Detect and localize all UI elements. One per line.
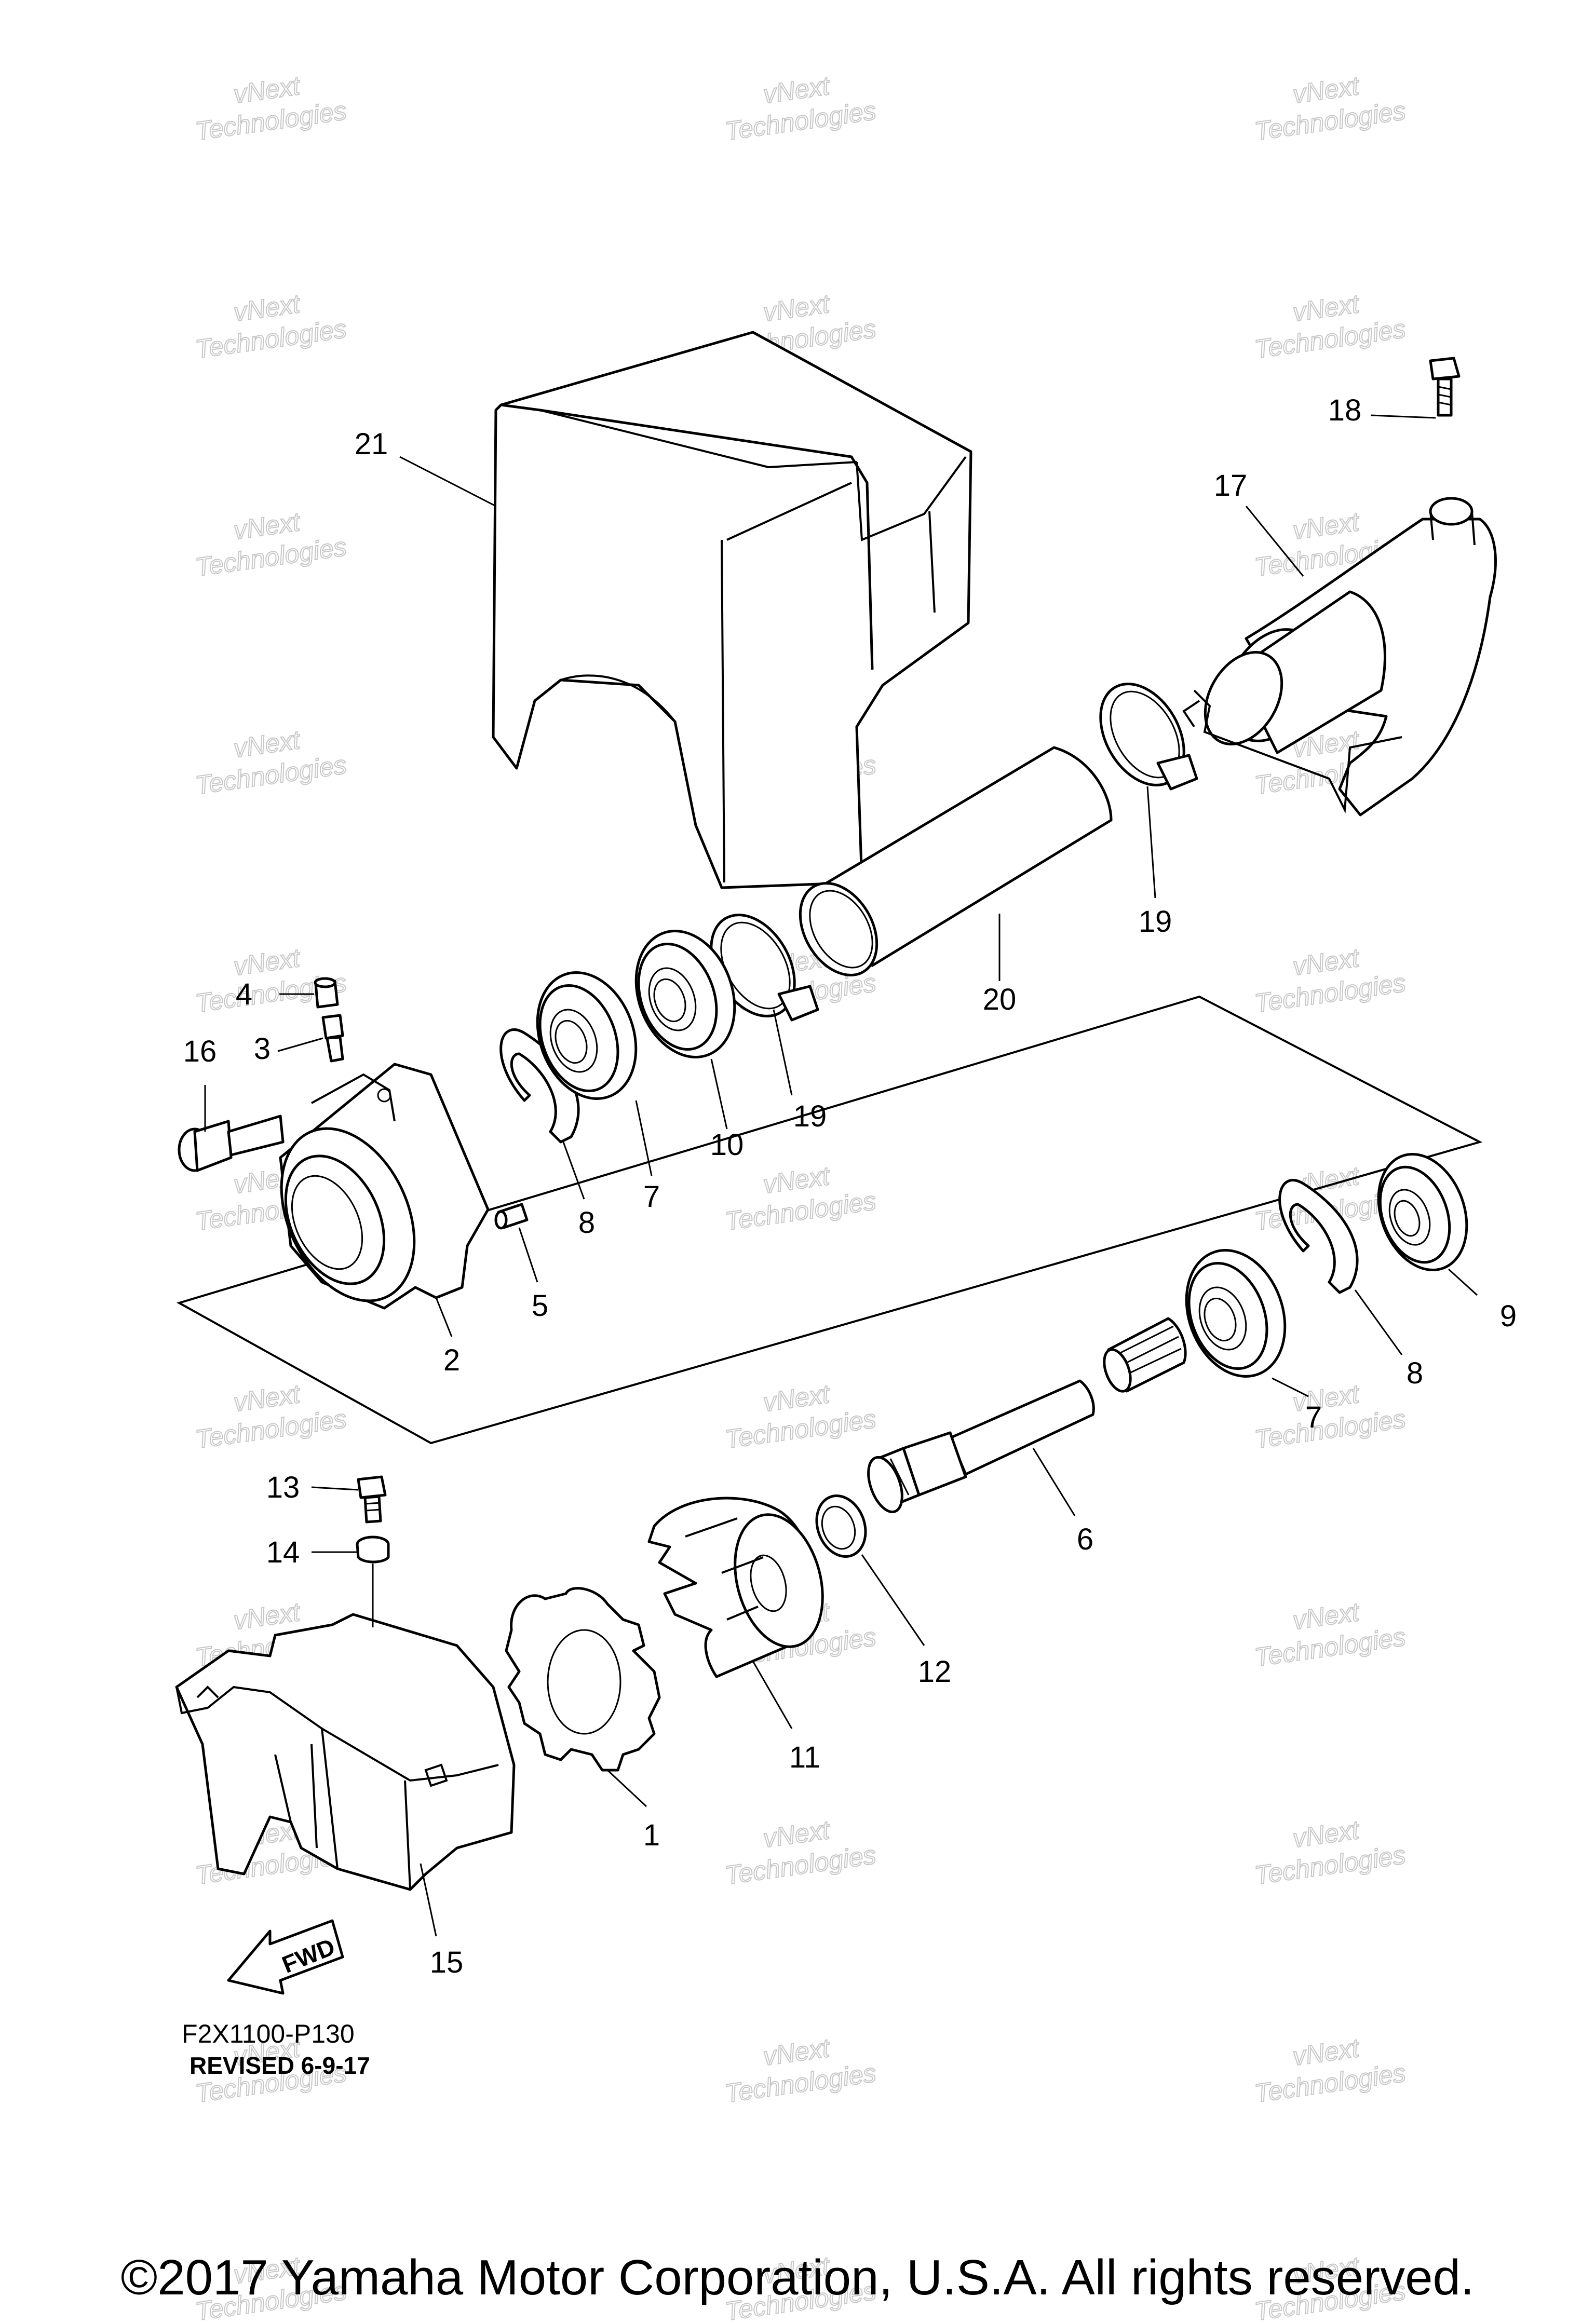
callout-7-right: 7 <box>1305 1401 1322 1434</box>
part-12-washer <box>815 1494 867 1558</box>
part-9-bearing <box>1377 1153 1468 1271</box>
callout-5: 5 <box>532 1289 548 1323</box>
callout-9: 9 <box>1500 1299 1517 1333</box>
part-3-nipple <box>321 1014 344 1063</box>
callout-17: 17 <box>1214 469 1248 502</box>
callout-13: 13 <box>266 1471 300 1504</box>
part-21-pump-cover <box>492 331 972 889</box>
part-7-bearing-left <box>536 971 638 1100</box>
callout-10: 10 <box>710 1128 744 1162</box>
part-13-bolt <box>357 1475 387 1524</box>
revision-date: REVISED 6-9-17 <box>190 2052 370 2079</box>
callout-21: 21 <box>355 427 388 461</box>
copyright-notice: ©2017 Yamaha Motor Corporation, U.S.A. A… <box>120 2250 1474 2305</box>
callout-1: 1 <box>643 1818 660 1852</box>
part-17-nozzle <box>1182 497 1497 817</box>
callout-11: 11 <box>789 1741 820 1774</box>
leader-lines <box>204 414 1478 1937</box>
part-7-bearing-right <box>1185 1249 1287 1378</box>
assembly-outline <box>176 995 1483 1445</box>
callout-18: 18 <box>1328 393 1362 427</box>
callout-8-left: 8 <box>578 1206 595 1240</box>
callout-16: 16 <box>183 1035 217 1068</box>
part-19-clamp-upper <box>1099 683 1198 791</box>
callout-labels: 21 18 17 19 20 19 4 3 16 10 7 8 5 2 9 8 … <box>183 393 1517 1979</box>
callout-20: 20 <box>983 983 1017 1016</box>
part-1-liner <box>505 1587 661 1772</box>
callout-15: 15 <box>430 1946 464 1979</box>
callout-4: 4 <box>236 977 252 1011</box>
callout-12: 12 <box>918 1655 952 1689</box>
part-2-housing <box>279 1063 490 1310</box>
part-8-circlip-left <box>499 1028 580 1144</box>
part-10-bearing <box>634 930 736 1058</box>
callout-2: 2 <box>443 1343 460 1377</box>
reference-code: F2X1100-P130 <box>182 2019 355 2048</box>
part-4-cap <box>314 977 339 1009</box>
fwd-arrow-icon: FWD <box>227 1919 344 1995</box>
callout-6: 6 <box>1077 1523 1093 1556</box>
callout-7-left: 7 <box>643 1180 660 1214</box>
callout-8-right: 8 <box>1407 1356 1423 1390</box>
part-11-impeller <box>647 1497 824 1678</box>
callout-3: 3 <box>254 1032 271 1066</box>
part-5-dowel <box>494 1203 529 1230</box>
callout-19-lower: 19 <box>793 1099 827 1133</box>
part-8-circlip-right <box>1278 1179 1359 1294</box>
part-6-drive-shaft <box>867 1317 1187 1514</box>
callout-19-upper: 19 <box>1139 905 1172 939</box>
part-14-washer <box>356 1535 390 1564</box>
part-20-tube <box>799 746 1113 976</box>
part-18-bolt <box>1429 357 1461 417</box>
part-15-intake-housing <box>175 1613 516 1891</box>
callout-14: 14 <box>266 1535 300 1569</box>
part-16-bolt <box>178 1115 285 1172</box>
